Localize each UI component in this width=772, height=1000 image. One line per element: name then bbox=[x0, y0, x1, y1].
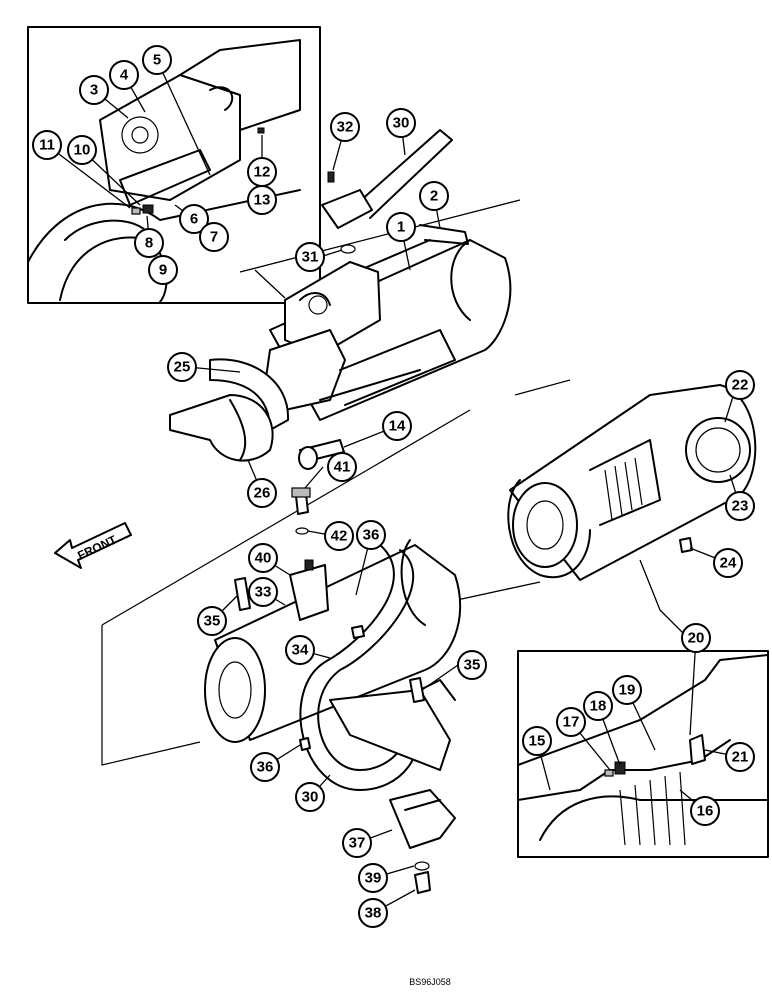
svg-text:37: 37 bbox=[349, 835, 366, 852]
svg-text:1: 1 bbox=[397, 219, 405, 236]
split-collar bbox=[169, 358, 290, 462]
callout-6: 6 bbox=[179, 204, 209, 234]
callout-35-right: 35 bbox=[457, 650, 487, 680]
callout-41: 41 bbox=[327, 452, 357, 482]
callout-36-top: 36 bbox=[356, 520, 386, 550]
svg-text:9: 9 bbox=[159, 262, 167, 279]
front-direction-arrow: FRONT bbox=[54, 522, 132, 569]
svg-text:24: 24 bbox=[720, 555, 737, 572]
svg-text:38: 38 bbox=[365, 905, 382, 922]
callout-37: 37 bbox=[342, 828, 372, 858]
boom-cylinder-lower bbox=[101, 379, 571, 791]
callout-26: 26 bbox=[247, 478, 277, 508]
svg-text:32: 32 bbox=[337, 119, 354, 136]
detail-inset-top bbox=[27, 26, 321, 304]
svg-text:7: 7 bbox=[210, 229, 218, 246]
svg-text:4: 4 bbox=[120, 67, 129, 84]
callout-3: 3 bbox=[79, 75, 109, 105]
svg-text:23: 23 bbox=[732, 498, 749, 515]
svg-text:6: 6 bbox=[190, 211, 198, 228]
callout-35-left: 35 bbox=[197, 606, 227, 636]
svg-text:20: 20 bbox=[688, 630, 705, 647]
callout-31: 31 bbox=[295, 242, 325, 272]
callout-11: 11 bbox=[32, 130, 62, 160]
callout-25: 25 bbox=[167, 352, 197, 382]
callout-5: 5 bbox=[142, 45, 172, 75]
callout-12: 12 bbox=[247, 157, 277, 187]
callout-36-bottom: 36 bbox=[250, 752, 280, 782]
callout-30-bottom: 30 bbox=[295, 782, 325, 812]
svg-text:11: 11 bbox=[39, 137, 55, 154]
drawing-code: BS96J058 bbox=[409, 977, 451, 987]
callout-10: 10 bbox=[67, 135, 97, 165]
cylinder-head-assembly bbox=[264, 129, 512, 470]
callout-39: 39 bbox=[358, 863, 388, 893]
callout-14: 14 bbox=[382, 411, 412, 441]
callout-17: 17 bbox=[556, 707, 586, 737]
callout-34: 34 bbox=[285, 635, 315, 665]
callout-9: 9 bbox=[148, 255, 178, 285]
detail-inset-bottom bbox=[517, 559, 769, 858]
callout-13: 13 bbox=[247, 185, 277, 215]
callout-22: 22 bbox=[725, 370, 755, 400]
svg-text:10: 10 bbox=[74, 142, 91, 159]
svg-text:19: 19 bbox=[619, 682, 636, 699]
callout-15: 15 bbox=[522, 726, 552, 756]
svg-text:42: 42 bbox=[331, 528, 348, 545]
svg-text:15: 15 bbox=[529, 733, 546, 750]
svg-text:41: 41 bbox=[334, 459, 351, 476]
svg-text:30: 30 bbox=[393, 115, 410, 132]
svg-text:25: 25 bbox=[174, 359, 191, 376]
callout-8: 8 bbox=[134, 228, 164, 258]
cylinder-cutaway bbox=[507, 384, 757, 581]
callout-18: 18 bbox=[583, 691, 613, 721]
svg-text:36: 36 bbox=[363, 527, 380, 544]
svg-text:34: 34 bbox=[292, 642, 309, 659]
callout-24: 24 bbox=[713, 548, 743, 578]
svg-text:40: 40 bbox=[255, 550, 272, 567]
callout-21: 21 bbox=[725, 742, 755, 772]
svg-text:17: 17 bbox=[563, 714, 580, 731]
callout-38: 38 bbox=[358, 898, 388, 928]
svg-text:13: 13 bbox=[254, 192, 271, 209]
svg-text:18: 18 bbox=[590, 698, 607, 715]
callout-19: 19 bbox=[612, 675, 642, 705]
svg-text:36: 36 bbox=[257, 759, 274, 776]
callout-23: 23 bbox=[725, 491, 755, 521]
callout-7: 7 bbox=[199, 222, 229, 252]
callout-30-top: 30 bbox=[386, 108, 416, 138]
svg-text:30: 30 bbox=[302, 789, 319, 806]
callout-32: 32 bbox=[330, 112, 360, 142]
svg-text:3: 3 bbox=[90, 82, 98, 99]
svg-text:35: 35 bbox=[464, 657, 481, 674]
clamp-assembly-bottom bbox=[389, 789, 456, 894]
svg-text:39: 39 bbox=[365, 870, 382, 887]
callout-16: 16 bbox=[690, 796, 720, 826]
callout-33: 33 bbox=[248, 577, 278, 607]
callout-2: 2 bbox=[419, 181, 449, 211]
svg-text:22: 22 bbox=[732, 377, 749, 394]
svg-text:16: 16 bbox=[697, 803, 714, 820]
svg-text:5: 5 bbox=[153, 52, 161, 69]
callout-4: 4 bbox=[109, 60, 139, 90]
svg-text:26: 26 bbox=[254, 485, 271, 502]
svg-text:12: 12 bbox=[254, 164, 271, 181]
svg-text:33: 33 bbox=[255, 584, 272, 601]
callout-1: 1 bbox=[386, 212, 416, 242]
svg-text:21: 21 bbox=[732, 749, 749, 766]
svg-text:35: 35 bbox=[204, 613, 221, 630]
callout-42: 42 bbox=[324, 521, 354, 551]
svg-text:8: 8 bbox=[145, 235, 153, 252]
svg-text:2: 2 bbox=[430, 188, 438, 205]
callout-40: 40 bbox=[248, 543, 278, 573]
svg-text:14: 14 bbox=[389, 418, 406, 435]
svg-text:31: 31 bbox=[302, 249, 319, 266]
callout-20: 20 bbox=[681, 623, 711, 653]
